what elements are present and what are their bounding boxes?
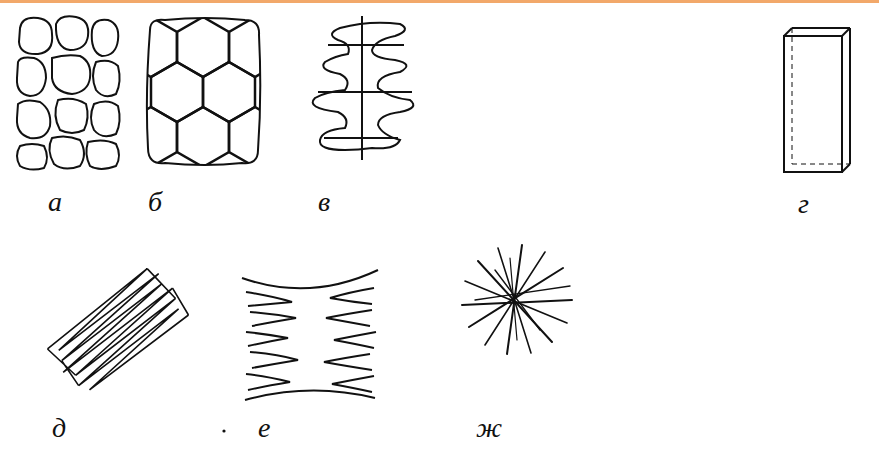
plate-crystal: [784, 28, 850, 172]
needle-bundle: [45, 264, 192, 398]
figure-letter: ж: [476, 414, 502, 442]
hexagonal-structure: [125, 17, 281, 167]
frame-bar: [0, 0, 879, 3]
radiating-needles: [462, 245, 572, 354]
figure-letter: б: [148, 188, 162, 216]
figure-letter: е: [258, 414, 270, 442]
dendrite: [313, 16, 414, 160]
grain-structure: [17, 16, 120, 169]
figure-letter: г: [798, 190, 809, 218]
figure-letter: д: [52, 414, 66, 442]
stray-dot: [222, 429, 225, 432]
figure-letter: а: [48, 188, 62, 216]
sheaf-crystal: [242, 270, 378, 400]
figure-letter: в: [318, 188, 330, 216]
